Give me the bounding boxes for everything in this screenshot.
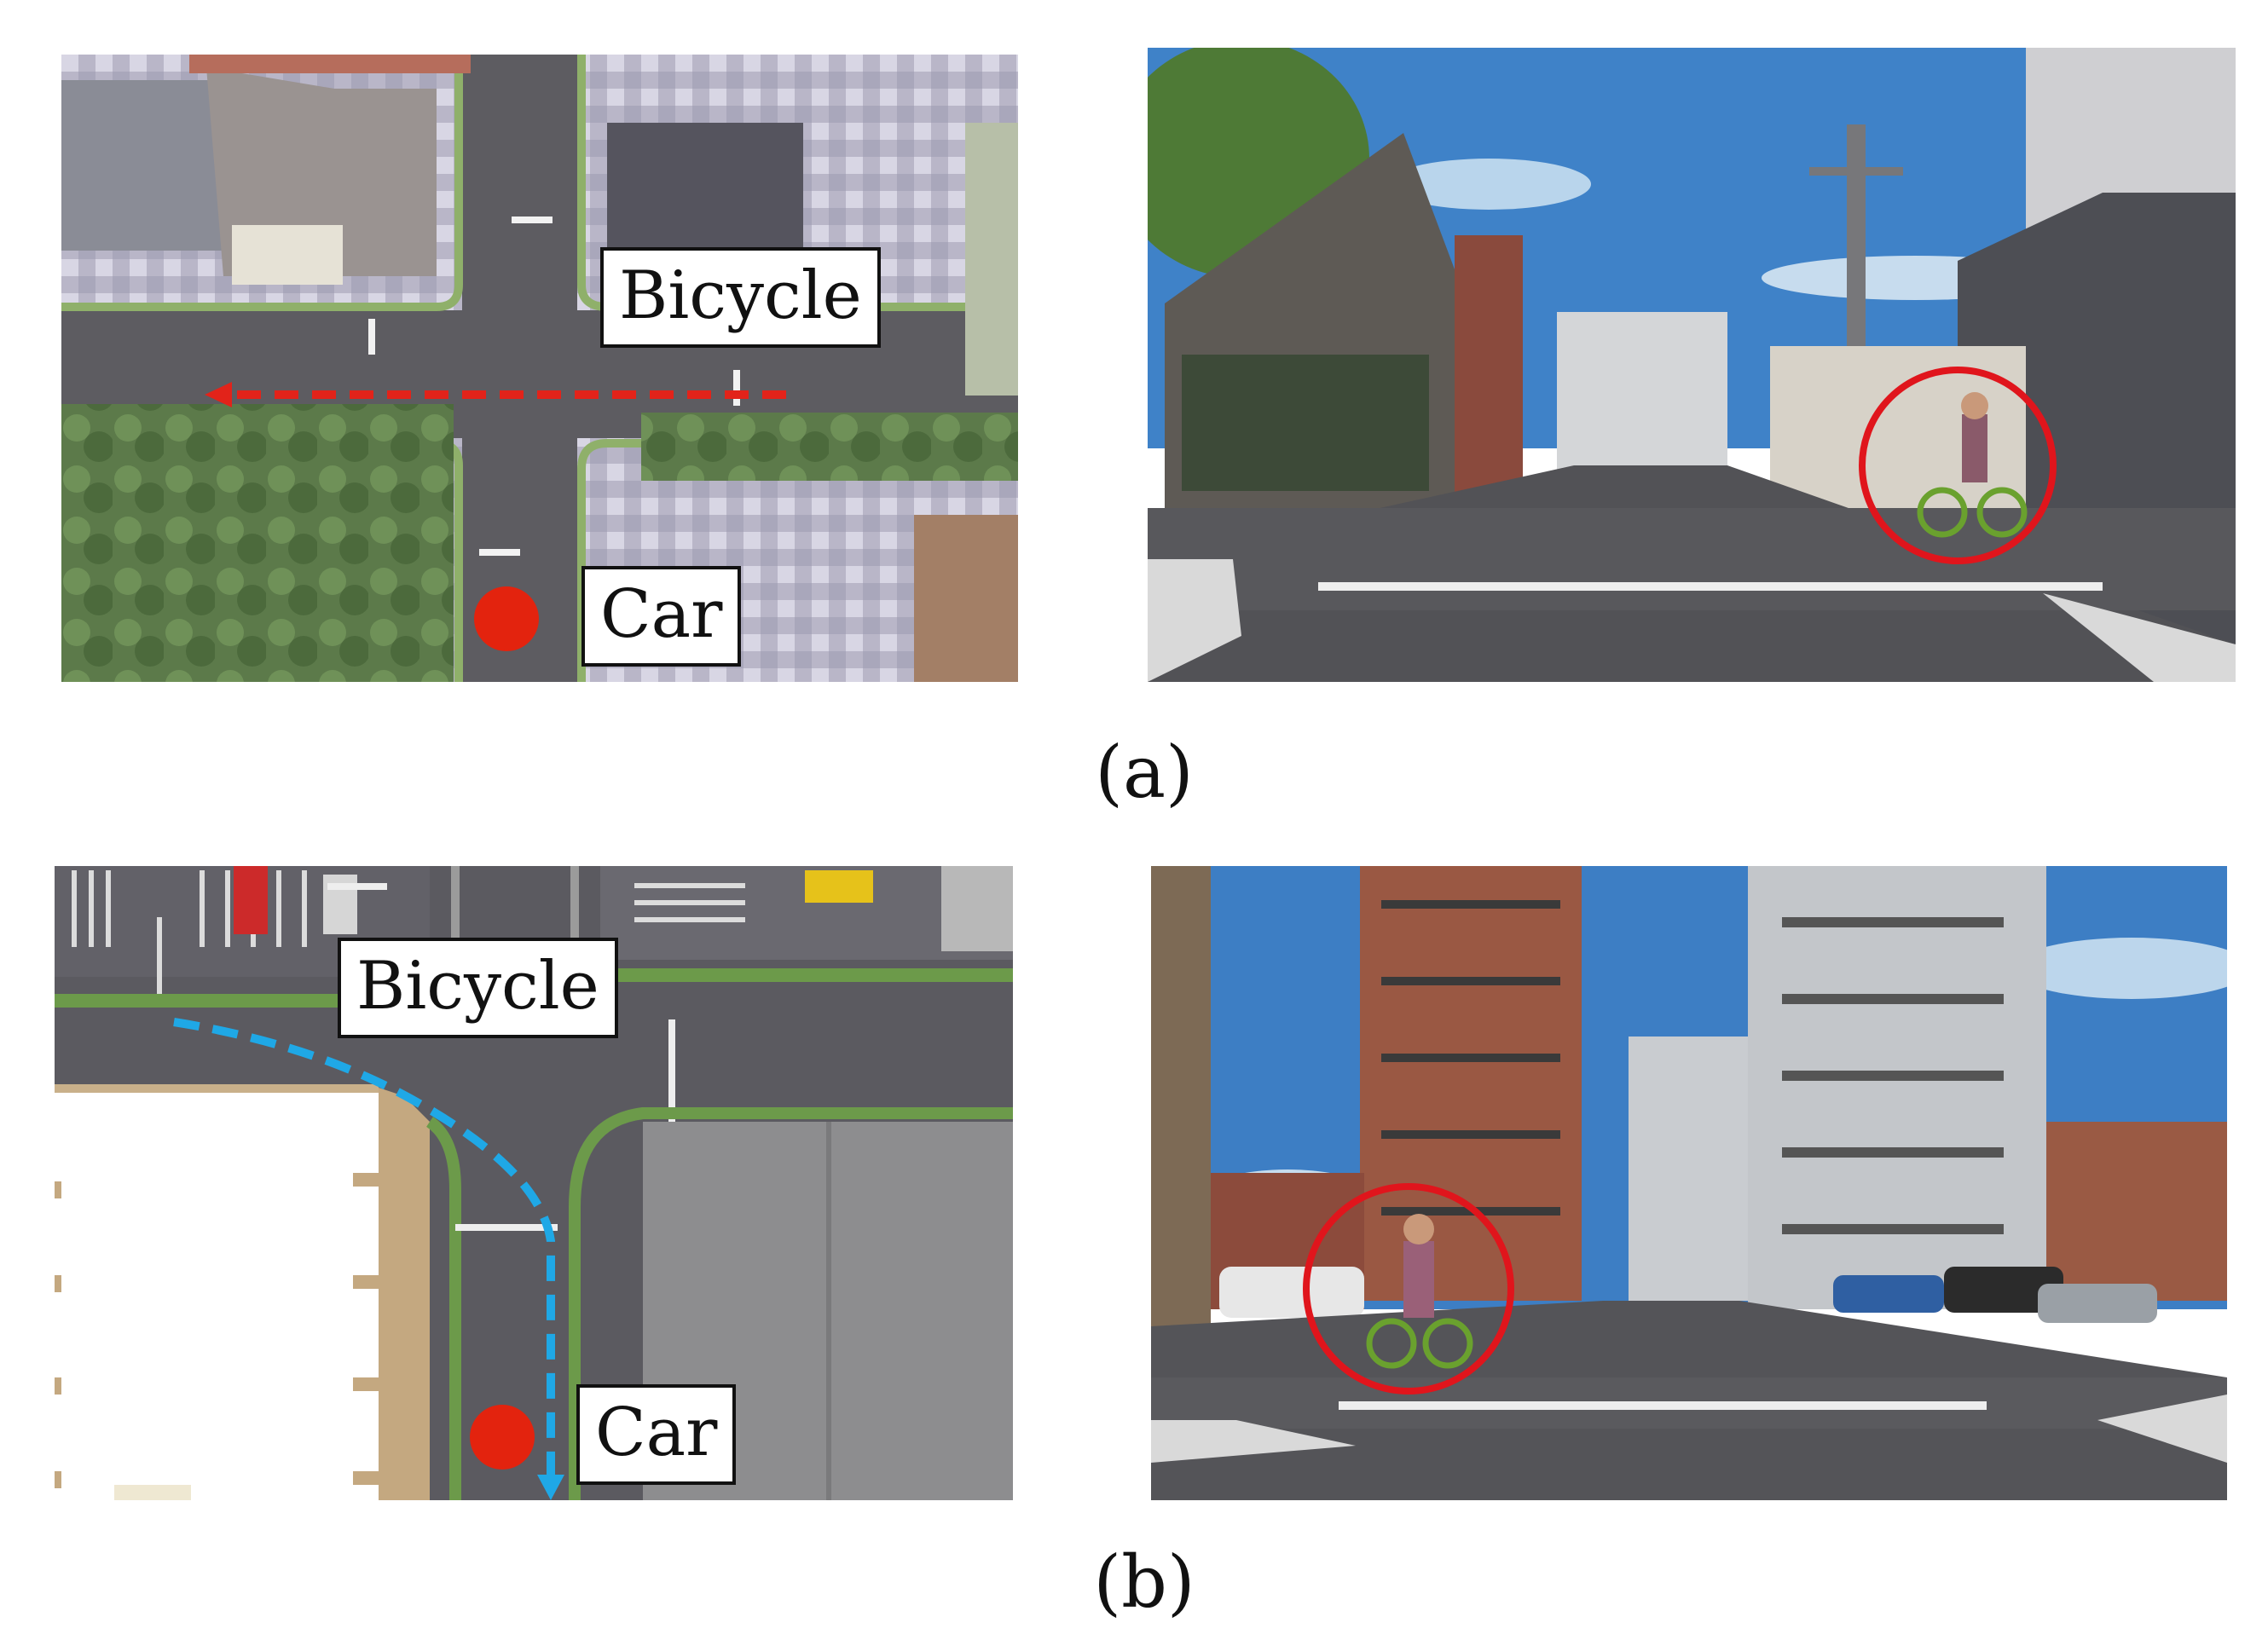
building-edge xyxy=(189,55,471,73)
street-view-b-scene xyxy=(1151,866,2227,1500)
tower-gray-small xyxy=(1629,1037,1756,1301)
building-bottom-right xyxy=(914,515,1018,682)
car-label-b: Car xyxy=(576,1384,737,1485)
caption-a: (a) xyxy=(1095,730,1194,814)
street-view-a xyxy=(1148,48,2236,682)
bicycle-label-b: Bicycle xyxy=(338,938,618,1038)
street-view-a-scene xyxy=(1148,48,2236,682)
car-label-a: Car xyxy=(581,566,742,667)
vertical-road xyxy=(462,55,577,682)
car-marker xyxy=(470,1405,535,1470)
cyclist xyxy=(1917,392,2028,538)
wall-left xyxy=(1151,866,1211,1377)
bicycle-label-a: Bicycle xyxy=(600,247,881,348)
car-marker xyxy=(474,586,539,651)
tree-row-right xyxy=(641,413,1018,481)
parked-car-yellow xyxy=(805,870,873,903)
bicycle-path-curve xyxy=(173,1018,555,1484)
map-a-scene xyxy=(61,55,1018,682)
map-b-scene xyxy=(55,866,1013,1500)
street-view-b xyxy=(1151,866,2227,1500)
path-arrowhead xyxy=(205,382,232,407)
map-panel-b xyxy=(55,866,1013,1500)
house-top-left xyxy=(61,67,437,285)
caption-b: (b) xyxy=(1093,1540,1195,1624)
map-panel-a xyxy=(61,55,1018,682)
building-white xyxy=(55,1088,379,1500)
cyclist xyxy=(1366,1214,1473,1369)
tower-brick xyxy=(1360,866,1582,1301)
tower-gray-large xyxy=(1748,866,2046,1309)
cyclist-highlight-circle xyxy=(1859,367,2057,564)
parked-car-red xyxy=(234,866,268,934)
path-arrowhead xyxy=(537,1475,564,1500)
tree-cluster-left xyxy=(61,455,454,682)
cyclist-highlight-circle xyxy=(1303,1183,1514,1395)
